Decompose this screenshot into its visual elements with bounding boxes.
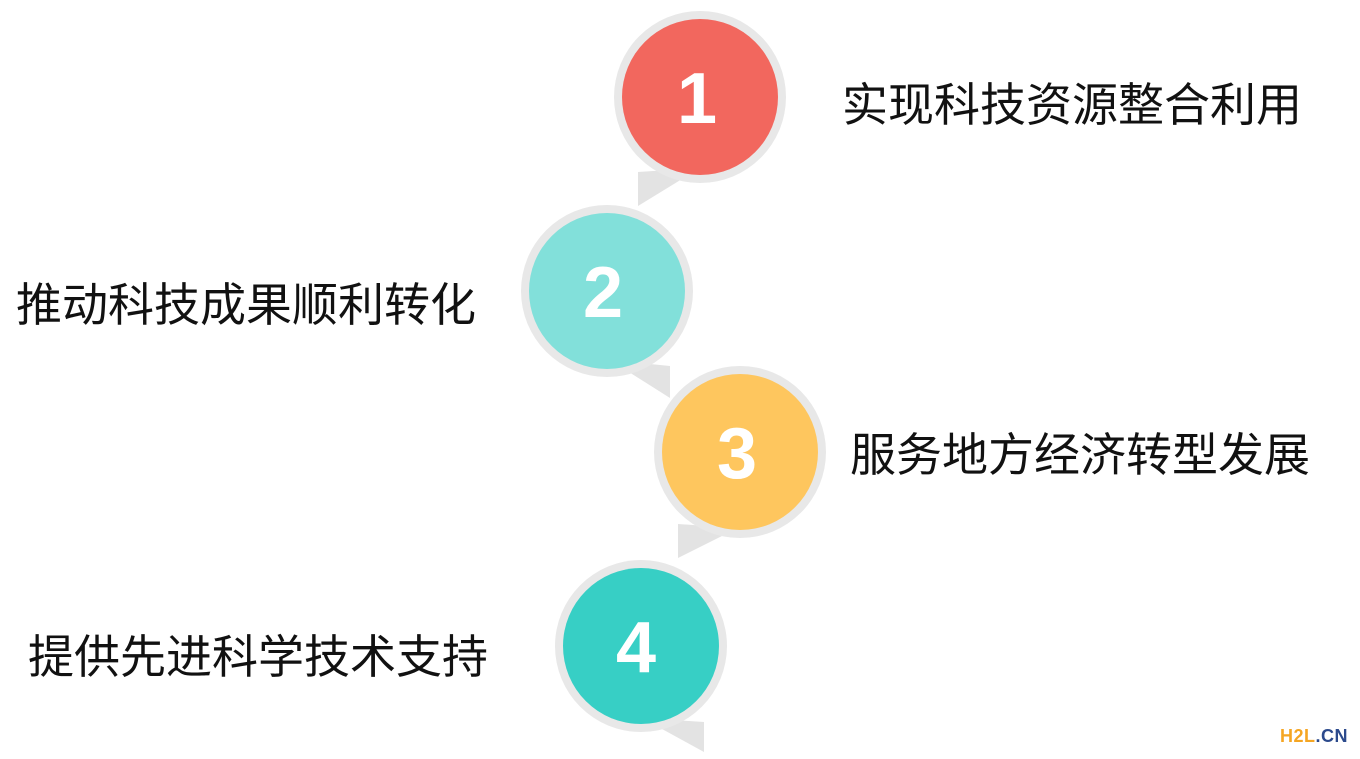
- step-3-circle: [662, 374, 818, 530]
- step-1-circle: [622, 19, 778, 175]
- step-2-bubble: 2: [521, 205, 693, 398]
- step-1-label: 实现科技资源整合利用: [842, 78, 1302, 132]
- step-2-label: 推动科技成果顺利转化: [16, 278, 476, 332]
- watermark-part-1: H2L: [1279, 726, 1316, 746]
- site-watermark: H2L.CN: [1280, 726, 1348, 747]
- step-2-circle: [529, 213, 685, 369]
- step-4-label: 提供先进科学技术支持: [28, 630, 488, 684]
- step-1-number: 1: [677, 59, 717, 139]
- step-2-number: 2: [583, 253, 623, 333]
- step-3-bubble: 3: [654, 366, 826, 558]
- step-4-number: 4: [616, 608, 656, 688]
- step-4-circle: [563, 568, 719, 724]
- step-3-label: 服务地方经济转型发展: [850, 428, 1310, 482]
- step-1-bubble: 1: [614, 11, 786, 206]
- watermark-part-2: .CN: [1315, 726, 1348, 746]
- step-3-number: 3: [717, 414, 757, 494]
- step-4-bubble: 4: [555, 560, 727, 752]
